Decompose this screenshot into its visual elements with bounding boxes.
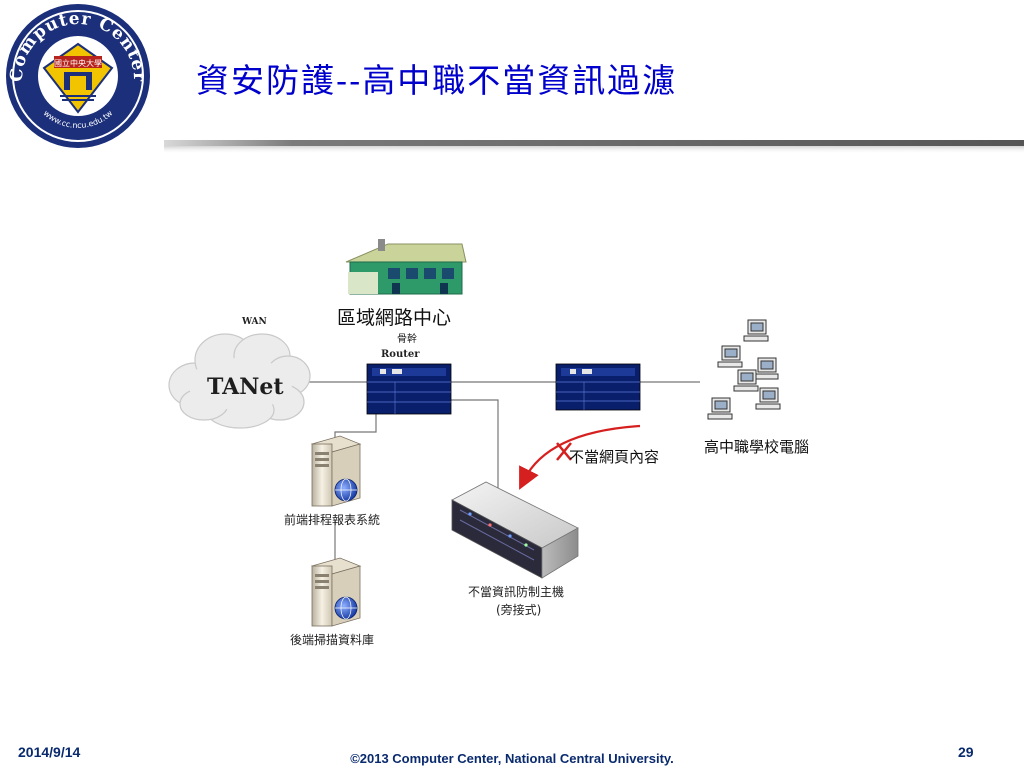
school-computers <box>707 319 781 420</box>
network-links <box>300 381 700 562</box>
blocked-content-arrow <box>519 424 641 490</box>
frontend-server-icon <box>310 435 362 507</box>
school-computers-label: 高中職學校電腦 <box>704 438 809 456</box>
footer-date: 2014/9/14 <box>18 744 81 760</box>
filter-host-label: 不當資訊防制主機 <box>468 584 564 599</box>
block-x-icon <box>556 442 572 461</box>
blocked-content-label: 不當網頁內容 <box>569 448 659 466</box>
page-title: 資安防護--高中職不當資訊過濾 <box>196 61 678 100</box>
backend-database-label: 後端掃描資料庫 <box>290 632 374 647</box>
school-switch <box>555 363 641 411</box>
backbone-switch <box>366 363 452 415</box>
frontend-system-label: 前端排程報表系統 <box>284 512 380 527</box>
filter-host-mode-label: (旁接式) <box>496 602 541 617</box>
tanet-label: TANet <box>207 374 284 400</box>
tanet-cloud <box>168 333 311 429</box>
router-label: Router <box>381 349 420 360</box>
wan-label: WAN <box>241 317 267 327</box>
footer-copyright: ©2013 Computer Center, National Central … <box>350 751 674 766</box>
backend-server-icon <box>310 557 362 627</box>
regional-center-icon <box>345 239 467 295</box>
backbone-label: 骨幹 <box>397 332 417 345</box>
regional-center-label: 區域網路中心 <box>337 307 451 329</box>
logo-center-text: 國立中央大學 <box>54 58 102 68</box>
footer-page-number: 29 <box>958 744 974 760</box>
computer-center-logo: Computer Center www.cc.ncu.edu.tw 國立中央大學 <box>6 4 150 148</box>
title-divider <box>164 140 1024 154</box>
filter-host-icon <box>451 481 579 579</box>
